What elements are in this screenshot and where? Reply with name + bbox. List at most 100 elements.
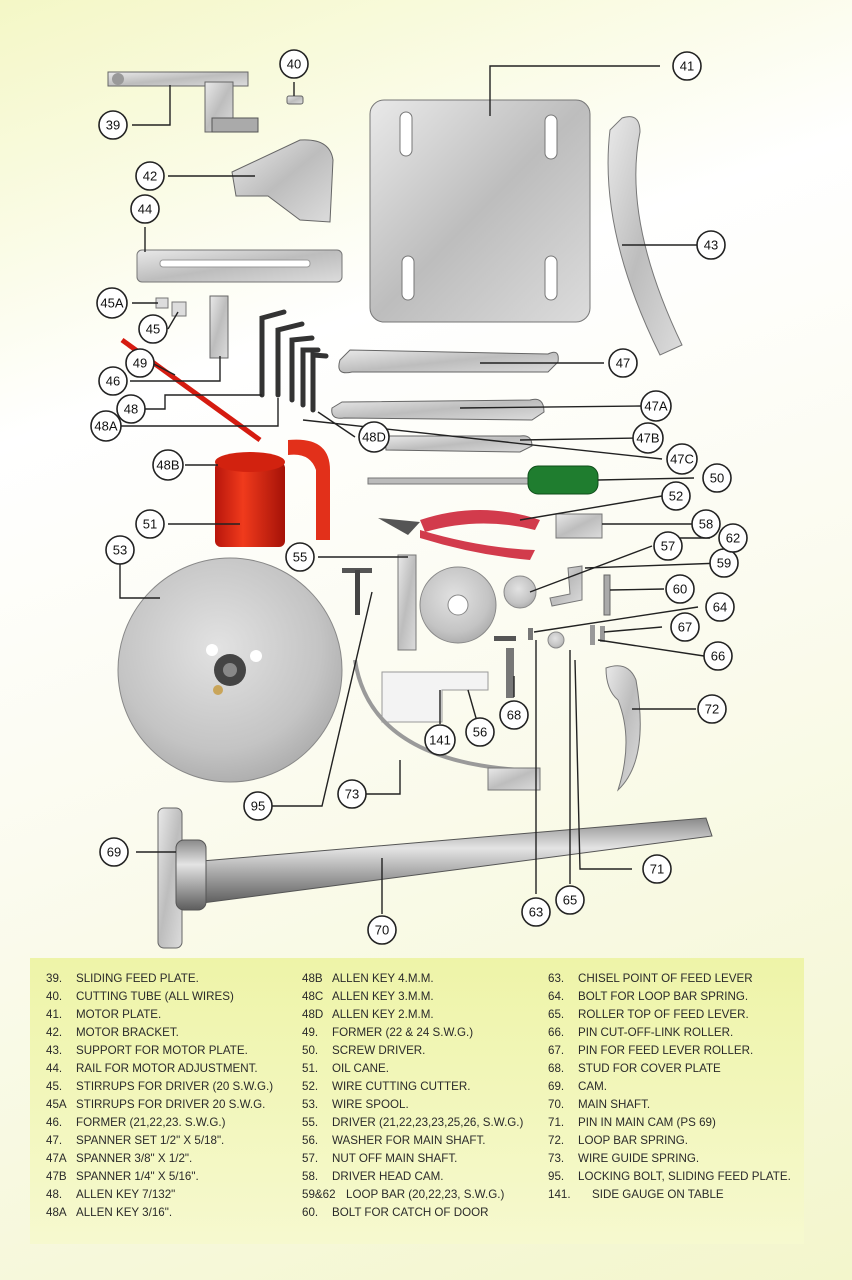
legend-number: 49. — [302, 1026, 319, 1039]
svg-text:72: 72 — [705, 702, 719, 717]
legend-text: SCREW DRIVER. — [332, 1044, 426, 1057]
svg-text:67: 67 — [678, 620, 692, 635]
callout-62: 62 — [718, 523, 748, 553]
legend-text: CAM. — [578, 1080, 607, 1093]
callout-141: 141 — [424, 724, 456, 756]
svg-text:39: 39 — [106, 118, 120, 133]
callout-63: 63 — [521, 897, 551, 927]
part-motor-bracket — [231, 139, 334, 223]
callout-67: 67 — [670, 612, 700, 642]
legend-number: 47A — [46, 1152, 67, 1165]
svg-text:68: 68 — [507, 708, 521, 723]
legend-text: STIRRUPS FOR DRIVER (20 S.W.G.) — [76, 1080, 274, 1093]
callout-40: 40 — [279, 49, 309, 79]
svg-text:40: 40 — [287, 57, 301, 72]
callout-58: 58 — [691, 509, 721, 539]
part-driver — [397, 554, 417, 651]
legend-number: 45A — [46, 1098, 67, 1111]
legend-row: 141. SIDE GAUGE ON TABLE — [548, 1188, 798, 1206]
svg-text:70: 70 — [375, 923, 389, 938]
part-wire-cutter — [378, 510, 540, 560]
callout-65: 65 — [555, 885, 585, 915]
callout-47b: 47B — [632, 422, 664, 454]
part-roller-65 — [547, 631, 565, 649]
legend-text: SIDE GAUGE ON TABLE — [592, 1188, 724, 1201]
legend-row: 53.WIRE SPOOL. — [302, 1098, 552, 1116]
svg-text:60: 60 — [673, 582, 687, 597]
svg-text:66: 66 — [711, 649, 725, 664]
svg-text:51: 51 — [143, 517, 157, 532]
part-spanners — [331, 349, 559, 453]
legend-text: DRIVER (21,22,23,23,25,26, S.W.G.) — [332, 1116, 524, 1129]
part-former-46 — [209, 295, 229, 359]
callout-55: 55 — [285, 542, 315, 572]
svg-text:73: 73 — [345, 787, 359, 802]
part-t-handle — [342, 568, 372, 615]
callout-60: 60 — [665, 574, 695, 604]
legend-text: STUD FOR COVER PLATE — [578, 1062, 721, 1075]
svg-text:71: 71 — [650, 862, 664, 877]
legend-number: 59&62 — [302, 1188, 336, 1201]
legend-text: SPANNER 3/8" X 1/2". — [76, 1152, 193, 1165]
svg-text:64: 64 — [713, 600, 727, 615]
legend-row: 70.MAIN SHAFT. — [548, 1098, 798, 1116]
legend-row: 65.ROLLER TOP OF FEED LEVER. — [548, 1008, 798, 1026]
svg-text:52: 52 — [669, 489, 683, 504]
svg-text:47: 47 — [616, 356, 630, 371]
legend-text: RAIL FOR MOTOR ADJUSTMENT. — [76, 1062, 258, 1075]
legend-text: FORMER (21,22,23. S.W.G.) — [76, 1116, 226, 1129]
legend-number: 65. — [548, 1008, 565, 1021]
legend-number: 95. — [548, 1170, 565, 1183]
svg-text:47B: 47B — [636, 431, 659, 446]
callout-47a: 47A — [640, 390, 672, 422]
legend-text: WASHER FOR MAIN SHAFT. — [332, 1134, 486, 1147]
part-support-motor-plate — [607, 116, 683, 356]
callout-50: 50 — [702, 463, 732, 493]
legend-number: 70. — [548, 1098, 565, 1111]
part-stud-68 — [506, 648, 514, 698]
legend-number: 40. — [46, 990, 63, 1003]
legend-number: 60. — [302, 1206, 319, 1219]
legend-text: LOCKING BOLT, SLIDING FEED PLATE. — [578, 1170, 791, 1183]
legend-text: NUT OFF MAIN SHAFT. — [332, 1152, 458, 1165]
legend-text: CUTTING TUBE (ALL WIRES) — [76, 990, 234, 1003]
svg-text:45: 45 — [146, 322, 160, 337]
legend-number: 58. — [302, 1170, 319, 1183]
svg-text:55: 55 — [293, 550, 307, 565]
callout-51: 51 — [135, 509, 165, 539]
legend-number: 141. — [548, 1188, 571, 1201]
svg-text:56: 56 — [473, 725, 487, 740]
callout-41: 41 — [672, 51, 702, 81]
svg-text:49: 49 — [133, 356, 147, 371]
svg-text:95: 95 — [251, 799, 265, 814]
legend-column-1: 39.SLIDING FEED PLATE.40.CUTTING TUBE (A… — [46, 972, 306, 1224]
part-sliding-feed-plate — [107, 71, 259, 133]
svg-text:46: 46 — [106, 374, 120, 389]
svg-text:58: 58 — [699, 517, 713, 532]
legend-text: DRIVER HEAD CAM. — [332, 1170, 444, 1183]
legend-text: SLIDING FEED PLATE. — [76, 972, 199, 985]
legend-text: FORMER (22 & 24 S.W.G.) — [332, 1026, 474, 1039]
callout-43: 43 — [696, 230, 726, 260]
part-nut — [503, 575, 537, 609]
legend-row: 56.WASHER FOR MAIN SHAFT. — [302, 1134, 552, 1152]
legend-text: WIRE GUIDE SPRING. — [578, 1152, 700, 1165]
legend-number: 53. — [302, 1098, 319, 1111]
part-loop-bar — [549, 565, 583, 607]
legend-number: 45. — [46, 1080, 63, 1093]
legend-number: 48C — [302, 990, 324, 1003]
part-driver-head-cam — [555, 513, 603, 539]
svg-text:53: 53 — [113, 543, 127, 558]
legend-row: 71.PIN IN MAIN CAM (PS 69) — [548, 1116, 798, 1134]
legend-row: 51.OIL CANE. — [302, 1062, 552, 1080]
legend-row: 72.LOOP BAR SPRING. — [548, 1134, 798, 1152]
part-rail — [136, 249, 343, 283]
callout-45: 45 — [138, 314, 168, 344]
callout-64: 64 — [705, 592, 735, 622]
legend-text: OIL CANE. — [332, 1062, 389, 1075]
legend-row: 40. CUTTING TUBE (ALL WIRES) — [46, 990, 306, 1008]
legend-number: 73. — [548, 1152, 565, 1165]
legend-text: ALLEN KEY 3.M.M. — [332, 990, 434, 1003]
part-allen-keys — [259, 309, 329, 413]
